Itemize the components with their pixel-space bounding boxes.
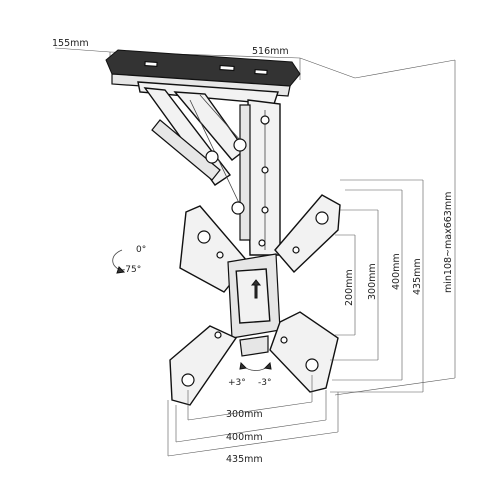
vesa-hole-lower-left (181, 373, 195, 387)
vesa-vertical-400-label: 400mm (391, 253, 402, 290)
vesa-hole-upper-left (197, 230, 211, 244)
swivel-left-label: +3° (228, 378, 246, 388)
tilt-top-label: 0° (136, 245, 146, 255)
vesa-vertical-435-label: 435mm (412, 258, 423, 295)
vesa-arm-lower-right (269, 311, 339, 393)
vesa-hole-lower-right (305, 358, 319, 372)
tilt-indicator (112, 249, 126, 274)
vesa-horizontal-300-label: 300mm (226, 409, 263, 420)
mount-column (143, 87, 281, 256)
vertical-dimension-lines (330, 59, 456, 396)
vesa-vertical-200-label: 200mm (344, 269, 355, 306)
vesa-horizontal-400-label: 400mm (226, 432, 263, 443)
up-arrow-icon (250, 279, 262, 299)
horizontal-dimension-lines (167, 375, 339, 457)
tilt-bottom-label: -75° (122, 265, 141, 275)
swivel-indicator (239, 361, 272, 371)
vesa-arm-upper-right (274, 194, 341, 274)
height-range-label: min108~max663mm (443, 192, 454, 293)
ceiling-plate (105, 49, 301, 105)
vesa-horizontal-435-label: 435mm (226, 454, 263, 465)
vesa-arm-lower-left (169, 325, 238, 406)
swivel-right-label: -3° (258, 378, 271, 388)
vesa-hole-upper-right (315, 211, 329, 225)
vesa-plate (169, 194, 341, 406)
depth-dimension-label: 155mm (52, 38, 89, 49)
width-dimension-label: 516mm (252, 46, 289, 57)
vesa-vertical-300-label: 300mm (367, 263, 378, 300)
